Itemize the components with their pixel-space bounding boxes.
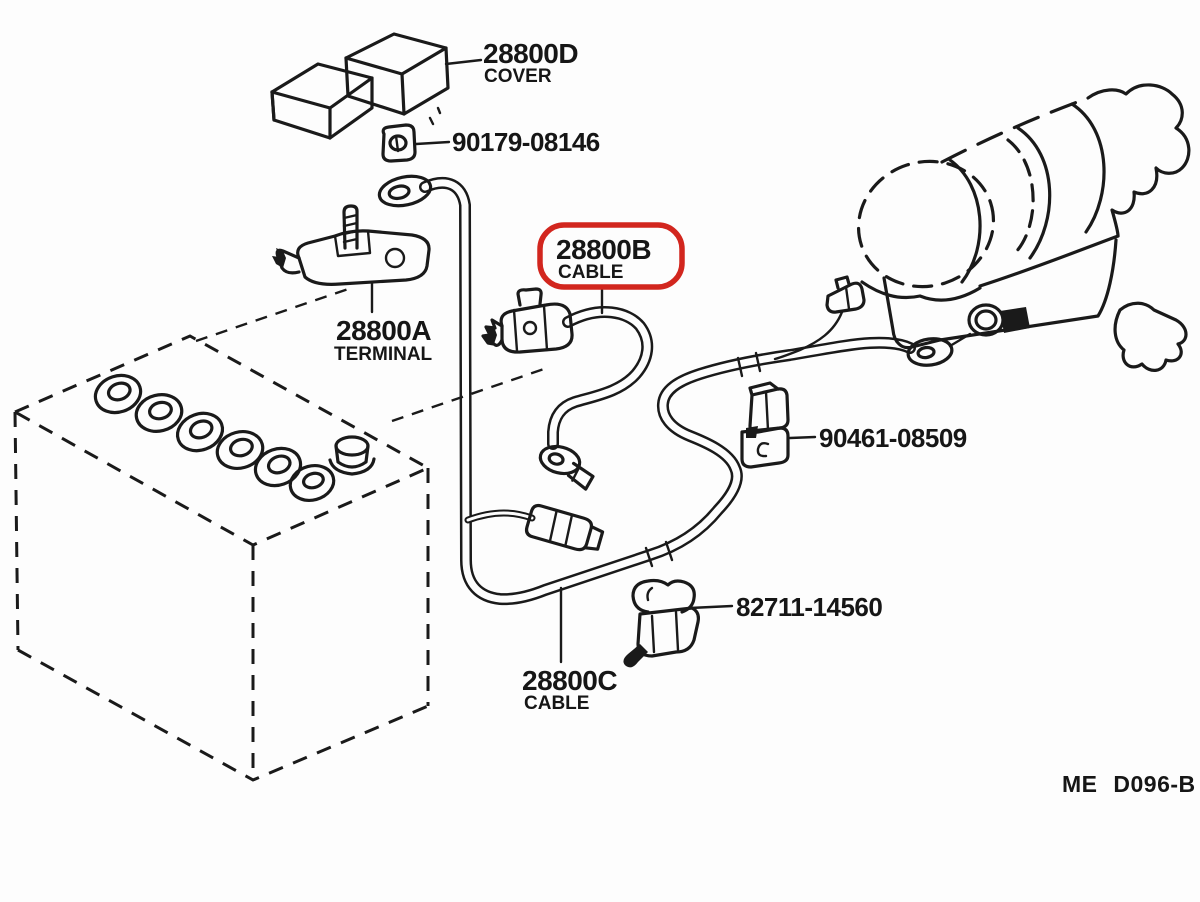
assembly-leader-dashes — [195, 285, 545, 423]
cable-clamp-drawing — [623, 578, 700, 668]
leader-bracket — [788, 435, 817, 440]
label-cable-c-name: CABLE — [524, 693, 589, 714]
starter-end-housing — [1086, 83, 1191, 238]
starter-mount — [882, 238, 1118, 350]
starter-underside — [860, 280, 982, 302]
cable-b-ring-terminal — [538, 444, 595, 491]
starter-band-1 — [1016, 126, 1052, 260]
battery-caps — [93, 373, 336, 502]
battery-post — [328, 435, 376, 476]
leader-clamp — [688, 604, 734, 610]
battery-terminal-drawing — [272, 204, 431, 286]
starter-foot — [1113, 301, 1188, 372]
starter-cable-drawing — [377, 174, 972, 606]
label-cover-partno: 28800D — [483, 38, 578, 69]
label-nut-partno: 90179-08146 — [452, 127, 600, 157]
battery-bottom-edges — [17, 648, 429, 782]
labels: 28800D COVER 90179-08146 28800A TERMINAL… — [334, 38, 1196, 797]
cover-step — [344, 56, 406, 116]
label-bracket-partno: 90461-08509 — [819, 423, 967, 453]
label-cable-c-partno: 28800C — [522, 665, 617, 696]
label-cable-b-name: CABLE — [558, 262, 623, 283]
battery-left-edge — [13, 411, 20, 651]
label-cover-name: COVER — [484, 66, 552, 87]
cover-right-box-front — [400, 46, 450, 116]
starter-band-2 — [1070, 102, 1106, 234]
cable-c-ring-terminal-starter — [906, 337, 954, 367]
terminal-body — [296, 229, 431, 286]
cable-fitting-ticks — [644, 351, 762, 568]
cover-left-box — [270, 62, 374, 110]
starter-pigtail-connector — [773, 275, 866, 361]
drawing-code: ME D096-B — [1062, 771, 1196, 797]
label-clamp-partno: 82711-14560 — [736, 592, 882, 622]
starter-motor-drawing — [773, 83, 1191, 372]
leader-nut — [414, 140, 451, 146]
battery-cable-drawing — [481, 287, 654, 491]
battery-drawing — [11, 334, 432, 782]
terminal-nut-drawing — [381, 123, 417, 163]
starter-bottom-edge — [978, 234, 1120, 288]
cover-right-box — [344, 32, 448, 76]
cable-b-battery-clamp — [481, 287, 574, 354]
label-terminal-partno: 28800A — [336, 315, 431, 346]
cable-bracket-drawing — [740, 381, 790, 469]
leader-cover — [444, 58, 483, 66]
cover-left-box-side — [270, 76, 374, 140]
label-leader-lines — [370, 58, 817, 664]
starter-top-edge — [940, 96, 1090, 164]
cable-c-plug-connector — [524, 503, 605, 552]
starter-rim-arc — [948, 158, 982, 284]
label-cable-b-partno: 28800B — [556, 234, 651, 265]
battery-cover-drawing — [270, 32, 450, 140]
highlight-oval — [537, 222, 685, 290]
cable-c-ring-terminal-top — [377, 174, 433, 208]
label-terminal-name: TERMINAL — [334, 344, 433, 365]
terminal-stud — [342, 204, 359, 250]
starter-terminal-stud — [1000, 307, 1030, 333]
